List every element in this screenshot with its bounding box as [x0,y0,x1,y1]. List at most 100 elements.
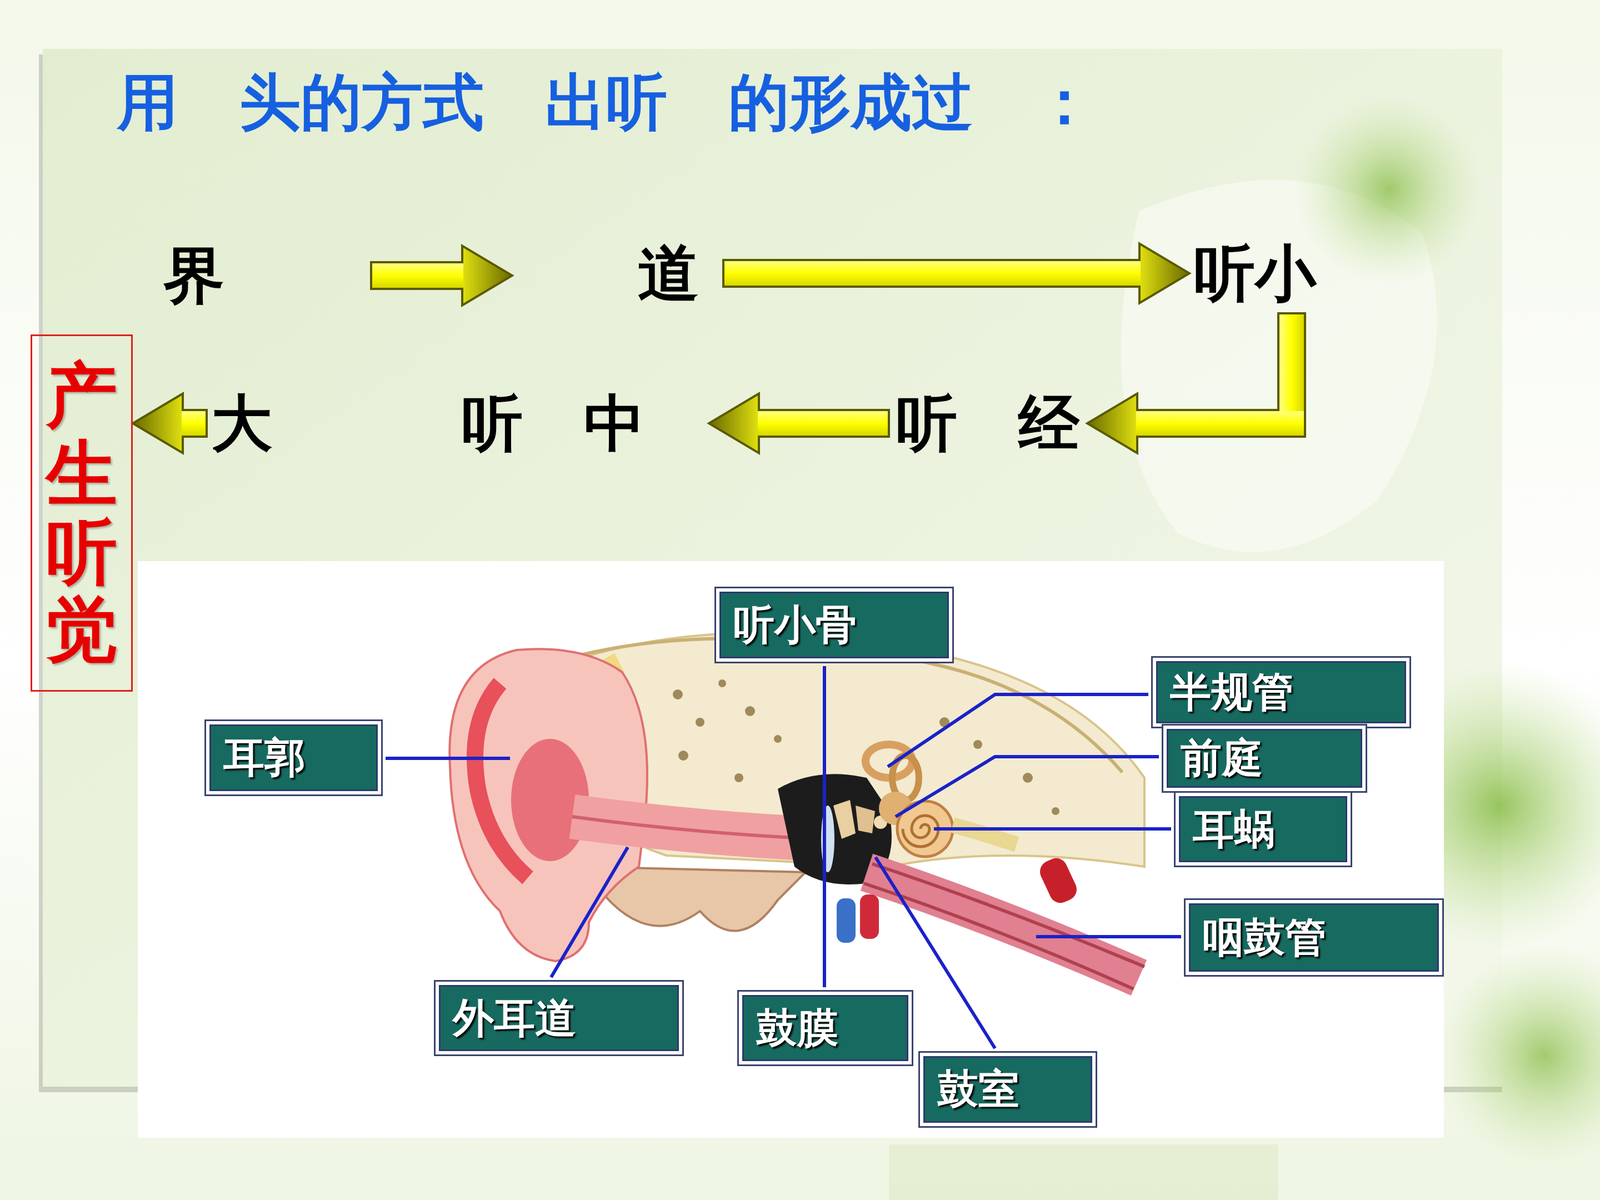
arrow-fill [724,245,1188,302]
ossicle [833,800,856,839]
ear-canal [572,816,817,839]
bone-dot [1051,807,1060,815]
arrow-outline [1089,314,1304,452]
arrow-fill [372,247,510,304]
arrow-shaft [372,263,464,288]
part-label-box: 鼓室 [923,1056,1093,1123]
part-name: 听小骨 [733,602,857,648]
bone-dot [773,735,782,743]
blood-vessel [1036,854,1080,907]
arrow-shaft [181,411,206,436]
part-name: 外耳道 [452,995,577,1041]
arrow-outline [724,245,1188,302]
canal-line [572,816,817,839]
leader-line [822,847,827,988]
arrow-head [1089,395,1137,452]
step-text: 大 [211,387,273,459]
arrow-outline [711,395,888,452]
block-arrow [1089,314,1304,452]
arrow-head [135,395,182,452]
block-arrow [135,395,206,452]
part-label-box: 耳蜗 [1178,796,1348,863]
step-text: 界 [163,240,225,312]
bone-dot [734,773,744,783]
part-name: 半规管 [1170,669,1294,715]
cochlea-spiral [902,815,939,847]
arrow-shaft [1136,411,1304,436]
flow-step: 听小 [1190,236,1320,310]
bone-dot [718,679,727,688]
ossicle [855,805,875,834]
arrow-head [1140,245,1188,302]
bone-dot [678,750,689,761]
ground-decor [888,1144,1278,1200]
arrow-shaft [1136,411,1304,436]
illustration-ground [137,561,1444,1138]
bone-dot [973,740,983,749]
arrow-shaft [724,261,1141,286]
arrow-head [135,395,182,452]
arrow-outline [372,247,510,304]
arrow-shaft [757,411,888,436]
flow-step: 大 [207,386,276,460]
leader-line [551,847,628,978]
part-label-box: 鼓膜 [742,995,909,1062]
part-name: 前庭 [1180,735,1263,781]
arrow-head [1089,395,1137,452]
flow-step: 听 中 [458,386,649,460]
arrow-head [1140,245,1188,302]
part-label-box: 耳郭 [209,724,378,792]
flower [1294,94,1484,284]
part-name: 耳郭 [223,735,306,780]
leader-line [385,756,510,760]
flower [1433,944,1600,1167]
semicircular-canal [865,744,913,778]
flow-step: 道 [634,236,703,310]
part-name: 咽鼓管 [1202,915,1327,960]
block-arrow [724,245,1188,302]
arrow-head [711,395,758,452]
arrow-fill [1089,314,1304,452]
arrow-shaft [372,263,464,288]
eustachian-tube [866,872,1139,978]
part-label-box: 外耳道 [438,985,679,1052]
arrow-head [711,395,758,452]
leader-line [1036,935,1182,939]
arrow-outline [135,395,206,452]
part-name: 鼓室 [937,1066,1020,1112]
step-text: 道 [637,237,699,309]
bone-edge [577,638,1123,773]
step-text: 听 中 [461,387,645,459]
block-arrow [372,247,510,304]
blood-vessel [860,894,879,939]
arrow-shaft [757,411,888,436]
step-text: 产生听觉 [46,356,118,670]
bone-dot [1022,772,1033,783]
flow-step: 听 经 [892,386,1083,460]
arrow-fill [711,395,888,452]
part-name: 耳蜗 [1192,806,1275,852]
part-label-box: 咽鼓管 [1188,903,1439,972]
arrow-head [463,247,510,304]
part-name: 鼓膜 [756,1005,839,1051]
part-label-box: 前庭 [1166,728,1363,788]
step-text: 听小 [1193,237,1317,309]
slide-title: 用 头的方式 出听 的形成过 ： [117,65,1095,139]
result-box: 产生听觉 [30,334,133,692]
part-label-box: 听小骨 [719,591,949,659]
arrow-shaft [724,261,1141,286]
bone-dot [745,706,755,717]
bone-dot [695,717,705,727]
bone-dot [672,689,683,700]
leader-line [933,827,1172,831]
arrow-shaft [181,411,206,436]
leader-line [895,756,1159,817]
blood-vessel [836,898,856,943]
arrow-head [463,247,510,304]
step-text: 听 经 [896,387,1080,459]
flow-step: 界 [160,238,228,313]
part-label-box: 半规管 [1156,661,1407,724]
arrow-fill [135,395,206,452]
block-arrow [711,395,888,452]
